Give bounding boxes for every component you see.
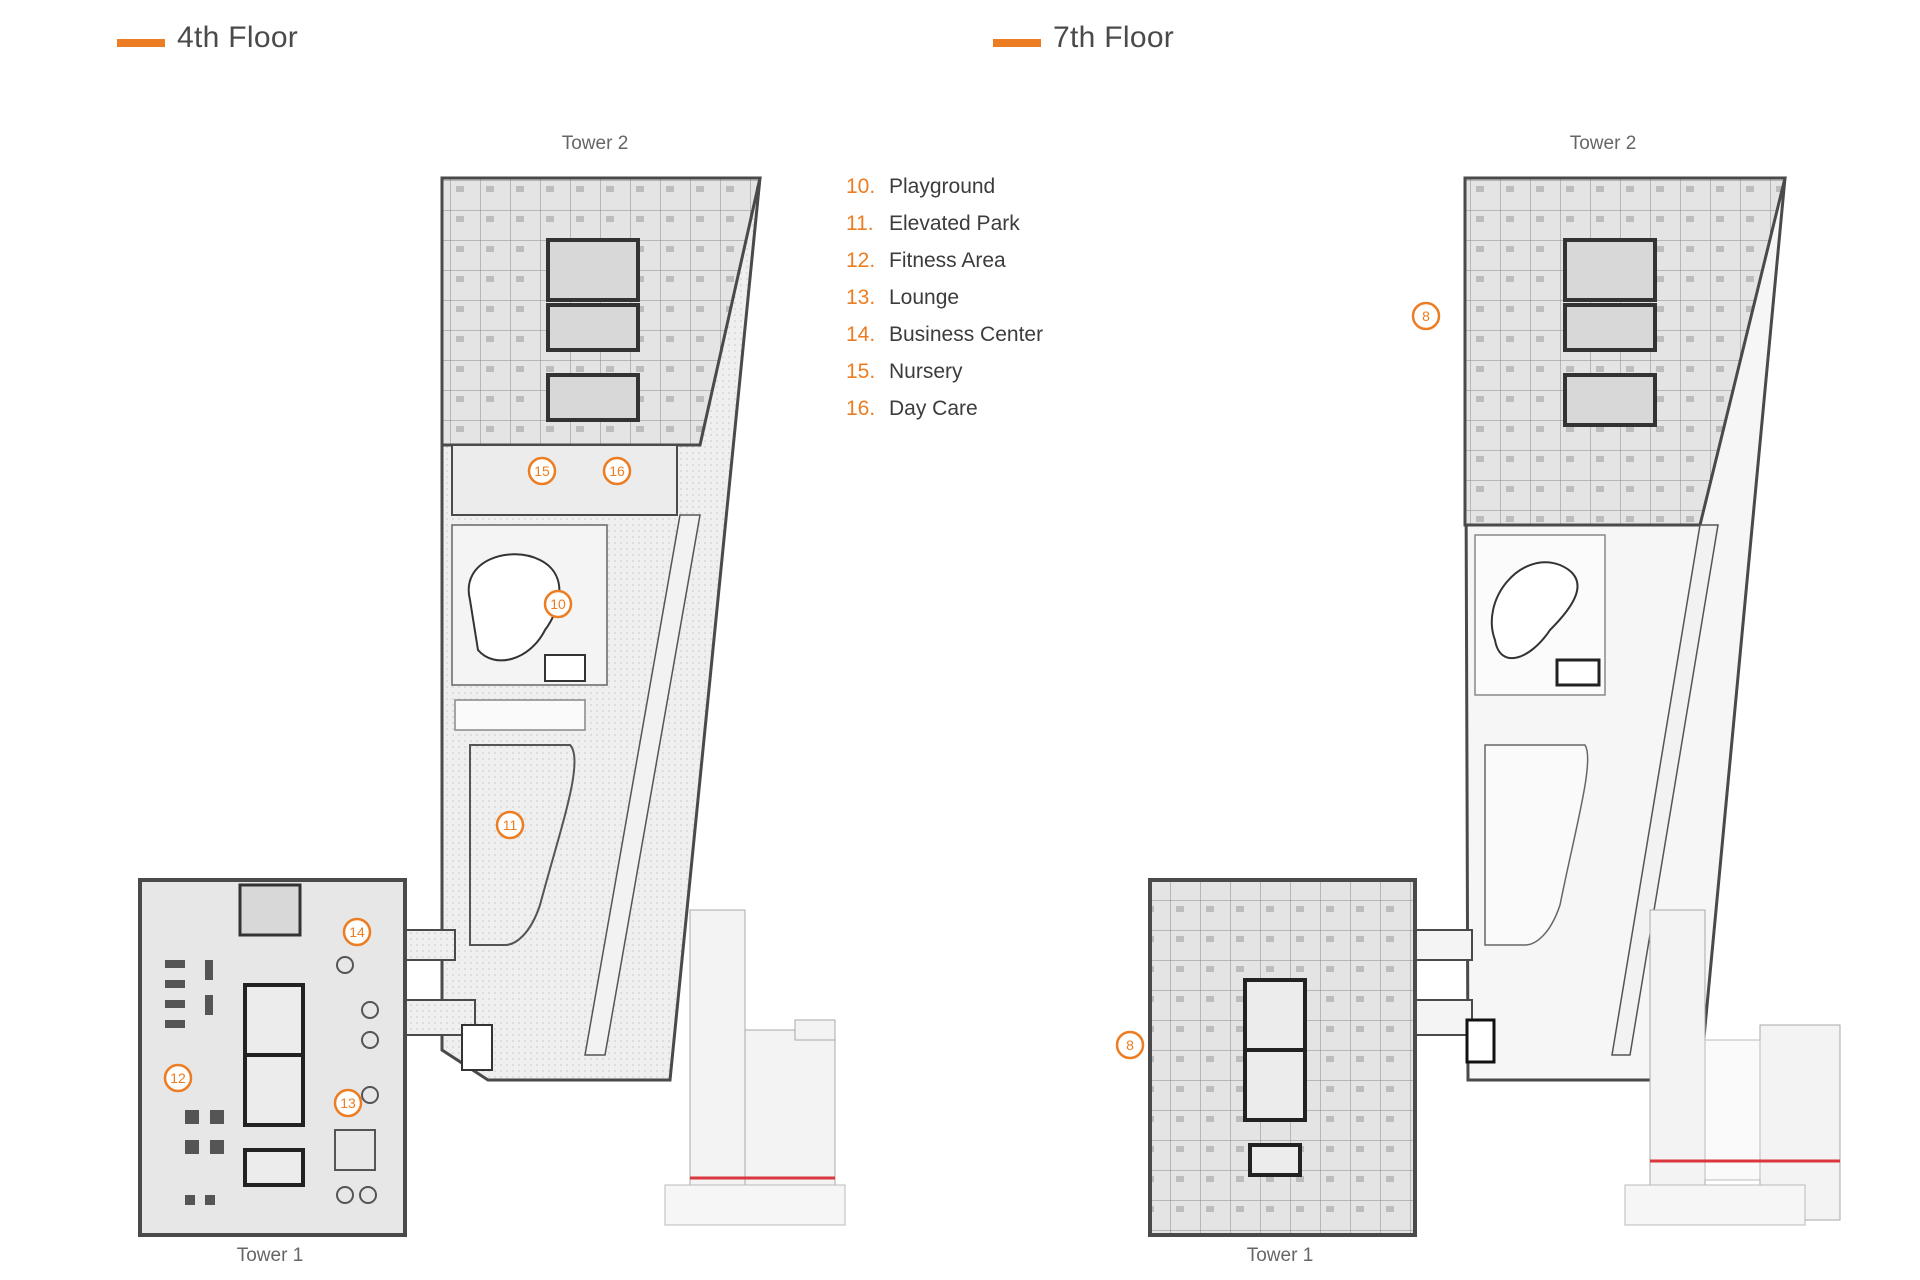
stair [461,1024,493,1071]
marker-15: 15 [527,456,557,486]
floor7-tower1-label: Tower 1 [1246,1245,1314,1266]
bridge [404,929,456,961]
title-marker-bar [117,39,165,47]
svg-text:11: 11 [503,817,518,833]
elevator-core [238,883,302,937]
elevator-core [1243,978,1307,1052]
svg-text:8: 8 [1126,1037,1134,1053]
legend-item: 12.Fitness Area [846,248,1006,272]
floor7-tower2-label: Tower 2 [1569,133,1637,154]
svg-text:10: 10 [550,596,566,612]
marker-11: 11 [495,810,525,840]
elevator-core [243,1053,305,1127]
svg-text:15: 15 [534,463,550,479]
elevator-core [1563,238,1657,302]
marker-13: 13 [333,1088,363,1118]
playground-shape [467,553,561,662]
title-marker-bar [993,39,1041,47]
marker-14: 14 [342,917,372,947]
elevator-core [1243,1048,1307,1122]
legend-item: 10.Playground [846,174,996,198]
lounge-furniture [334,956,379,1204]
elevator-core [1563,373,1657,427]
elevator-core [546,303,640,352]
elevator-core [243,1148,305,1187]
floor-7-title: 7th Floor [993,16,1174,60]
gym-equipment [165,960,224,1205]
legend-item: 11.Elevated Park [846,211,1020,235]
svg-text:14: 14 [349,924,365,940]
stair [544,654,586,682]
amenity-legend: 10.Playground 11.Elevated Park 12.Fitnes… [846,168,1106,427]
marker-10: 10 [543,589,573,619]
floor-4-plan: 15 16 10 11 14 12 13 [138,176,846,1237]
svg-text:16: 16 [609,463,625,479]
svg-text:8: 8 [1422,308,1430,324]
park-void [1484,744,1589,946]
floor-4-title: 4th Floor [117,16,298,60]
svg-text:13: 13 [340,1095,356,1111]
elevator-core [546,238,640,302]
stair [1555,658,1601,687]
elevator-core [1248,1143,1302,1177]
legend-item: 14.Business Center [846,322,1044,346]
elevated-park-area [469,744,576,946]
bridge [1411,999,1473,1036]
tower-section-elevation [664,909,846,1226]
legend-item: 15.Nursery [846,359,963,383]
floor4-tower2-label: Tower 2 [561,133,629,154]
floor4-tower1-label: Tower 1 [236,1245,304,1266]
legend-item: 16.Day Care [846,396,978,420]
marker-8: 8 [1411,301,1441,331]
playground-void [1490,561,1579,660]
elevator-core [546,373,640,422]
marker-12: 12 [163,1063,193,1093]
floor-7-title-text: 7th Floor [1053,21,1175,54]
water-feature [454,699,586,731]
elevator-core [1563,303,1657,352]
elevator-core [243,983,305,1057]
bridge [1411,929,1473,961]
svg-text:12: 12 [170,1070,186,1086]
nursery-daycare-room [451,444,678,516]
ramp [1611,524,1719,1056]
marker-16: 16 [602,456,632,486]
legend-item: 13.Lounge [846,285,960,309]
tower-section-elevation [1624,909,1841,1226]
stair [1465,1018,1496,1064]
floor-4-title-text: 4th Floor [177,21,299,54]
ramp [584,514,701,1056]
floor-7-plan: 8 8 [1115,176,1841,1237]
marker-8: 8 [1115,1030,1145,1060]
